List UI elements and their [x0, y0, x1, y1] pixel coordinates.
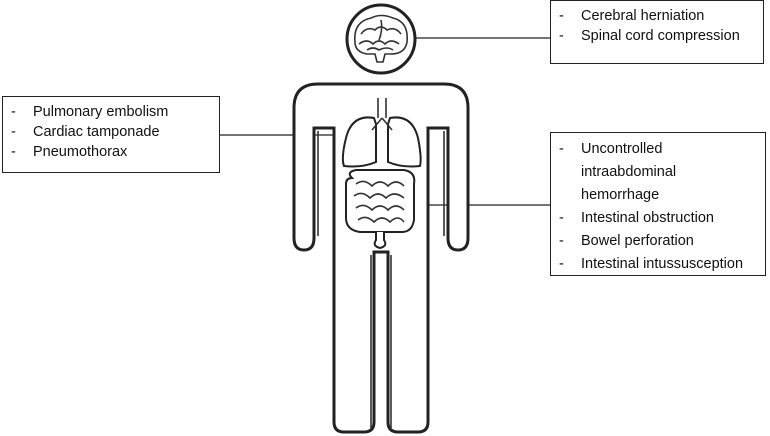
list-item: - Pneumothorax — [11, 142, 211, 162]
bullet-dash: - — [559, 233, 564, 249]
condition-spinal-cord-compression: Spinal cord compression — [581, 28, 740, 44]
bullet-dash: - — [559, 256, 564, 272]
bullet-dash: - — [559, 141, 564, 157]
brain-icon — [354, 14, 409, 63]
list-item: - Spinal cord compression — [559, 26, 755, 46]
condition-pulmonary-embolism: Pulmonary embolism — [33, 104, 169, 120]
list-item: - Uncontrolled intraabdominal hemorrhage — [559, 138, 757, 207]
condition-pneumothorax: Pneumothorax — [33, 144, 128, 160]
head-outline — [345, 3, 417, 75]
head-conditions-box: - Cerebral herniation - Spinal cord comp… — [550, 0, 764, 64]
bullet-dash: - — [11, 144, 16, 160]
human-silhouette-icon — [292, 82, 470, 434]
list-item: - Cerebral herniation — [559, 6, 755, 26]
list-item: - Intestinal intussusception — [559, 253, 757, 276]
abdomen-conditions-box: - Uncontrolled intraabdominal hemorrhage… — [550, 132, 766, 276]
list-item: - Pulmonary embolism — [11, 102, 211, 122]
bullet-dash: - — [11, 104, 16, 120]
list-item: - Cardiac tamponade — [11, 122, 211, 142]
condition-cerebral-herniation: Cerebral herniation — [581, 8, 705, 24]
bullet-dash: - — [559, 8, 564, 24]
condition-bowel-perforation: Bowel perforation — [581, 233, 694, 249]
condition-intraabdominal-hemorrhage: Uncontrolled intraabdominal hemorrhage — [581, 141, 677, 203]
bullet-dash: - — [559, 28, 564, 44]
intestines-icon — [345, 169, 416, 250]
condition-cardiac-tamponade: Cardiac tamponade — [33, 124, 160, 140]
list-item: - Bowel perforation — [559, 230, 757, 253]
bullet-dash: - — [11, 124, 16, 140]
condition-intestinal-obstruction: Intestinal obstruction — [581, 210, 714, 226]
chest-conditions-box: - Pulmonary embolism - Cardiac tamponade… — [2, 96, 220, 173]
lungs-icon — [341, 98, 422, 168]
condition-intestinal-intussusception: Intestinal intussusception — [581, 256, 744, 272]
list-item: - Intestinal obstruction — [559, 207, 757, 230]
bullet-dash: - — [559, 210, 564, 226]
